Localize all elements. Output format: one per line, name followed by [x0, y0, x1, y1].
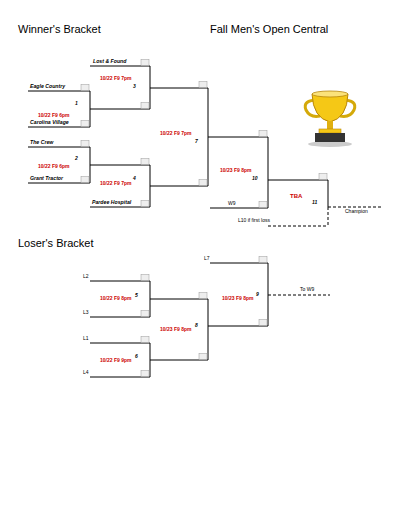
game-number: 8: [195, 323, 198, 329]
bracket-line: [208, 88, 209, 186]
bracket-line: [90, 147, 91, 183]
final-time: TBA: [290, 193, 302, 200]
bracket-label: L7: [204, 256, 210, 262]
score-box: [81, 121, 89, 127]
score-box: [259, 320, 267, 326]
score-box: [319, 174, 327, 180]
score-box: [141, 60, 149, 66]
section-heading: Winner's Bracket: [18, 23, 101, 35]
game-number: 9: [256, 292, 259, 298]
bracket-line: [150, 66, 151, 109]
bracket-line: [150, 165, 151, 207]
bracket-line: [150, 281, 151, 317]
bracket-line: [90, 91, 91, 127]
game-time: 10/22 F9 6pm: [38, 164, 69, 170]
trophy: [305, 91, 355, 147]
bracket-line: [268, 137, 269, 208]
team-name: Pardee Hospital: [92, 200, 131, 206]
score-box: [141, 159, 149, 165]
dashed-line: [268, 226, 328, 227]
score-box: [141, 337, 149, 343]
bracket-label: L4: [83, 370, 89, 376]
score-box: [259, 257, 267, 263]
game-number: 10: [252, 176, 258, 182]
score-box: [199, 82, 207, 88]
trophy-base: [315, 133, 345, 142]
score-box: [81, 85, 89, 91]
game-number: 5: [135, 293, 138, 299]
game-time: 10/23 F9 8pm: [160, 327, 191, 333]
dashed-line: [328, 207, 329, 226]
game-number: 2: [75, 156, 78, 162]
section-heading: Loser's Bracket: [18, 237, 93, 249]
game-number: 3: [133, 84, 136, 90]
game-time: 10/22 F9 7pm: [100, 76, 131, 82]
trophy-cup: [312, 94, 348, 122]
bracket-line: [28, 127, 90, 128]
game-number: 6: [135, 354, 138, 360]
bracket-label: Champion: [345, 209, 368, 215]
score-box: [141, 371, 149, 377]
game-time: 10/22 F9 7pm: [100, 181, 131, 187]
game-time: 10/22 F9 9pm: [100, 358, 131, 364]
game-number: 1: [75, 101, 78, 107]
bracket-line: [28, 147, 90, 148]
bracket-line: [208, 299, 209, 360]
team-name: Carolina Village: [30, 120, 69, 126]
team-name: Grant Tractor: [30, 176, 63, 182]
trophy-stem: [327, 121, 333, 129]
team-name: The Crew: [30, 140, 53, 146]
score-box: [141, 311, 149, 317]
bracket-label: L3: [83, 310, 89, 316]
bracket-line: [328, 180, 329, 207]
game-number: 11: [312, 200, 317, 206]
game-time: 10/22 F9 6pm: [38, 113, 69, 119]
bracket-label: To W9: [300, 287, 314, 293]
score-boxes: [81, 60, 327, 377]
bracket-label: L10 if first loss: [238, 218, 270, 224]
dashed-line: [268, 295, 330, 296]
game-time: 10/23 F9 8pm: [222, 296, 253, 302]
game-time: 10/22 F9 7pm: [160, 131, 191, 137]
team-name: Eagle Country: [30, 84, 65, 90]
game-number: 7: [195, 139, 198, 145]
page-title: Fall Men's Open Central: [210, 23, 328, 35]
bracket-label: L2: [83, 274, 89, 280]
score-box: [141, 201, 149, 207]
score-box: [199, 354, 207, 360]
trophy-foot: [319, 129, 341, 133]
team-name: Lost & Found: [93, 59, 126, 65]
score-box: [259, 202, 267, 208]
score-box: [141, 275, 149, 281]
dashed-line: [328, 207, 382, 208]
bracket-line: [150, 343, 151, 377]
score-box: [199, 293, 207, 299]
game-time: 10/23 F9 8pm: [220, 168, 251, 174]
trophy-rim: [312, 91, 348, 97]
score-box: [81, 141, 89, 147]
bracket-line: [28, 91, 90, 92]
score-box: [199, 180, 207, 186]
game-number: 4: [133, 176, 136, 182]
bracket-label: L1: [83, 336, 89, 342]
score-box: [81, 177, 89, 183]
score-box: [141, 103, 149, 109]
bracket: [28, 66, 328, 377]
bracket-dashed: [268, 207, 382, 295]
game-time: 10/22 F9 8pm: [100, 296, 131, 302]
bracket-label: W9: [228, 201, 236, 207]
score-box: [259, 131, 267, 137]
bracket-line: [28, 183, 90, 184]
